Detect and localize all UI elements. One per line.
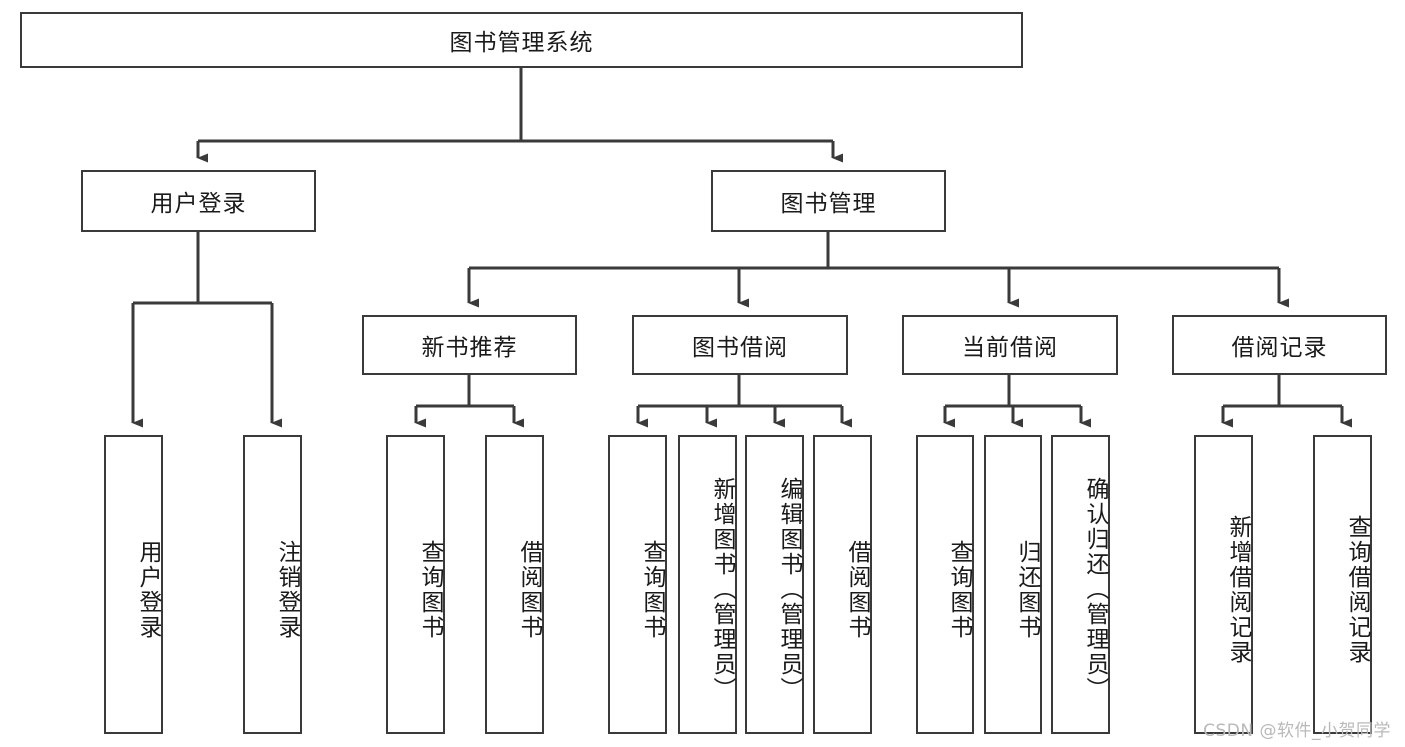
node-leaf-query-book-borrow-label: 查询图书: [639, 539, 665, 640]
node-book-management[interactable]: 图书管理: [711, 170, 946, 232]
node-user-login-label: 用户登录: [150, 191, 247, 217]
node-new-book-recommend[interactable]: 新书推荐: [362, 315, 577, 375]
node-leaf-add-book-admin-label: 新增图书（管理员）: [709, 477, 735, 702]
node-leaf-edit-book-admin-label: 编辑图书（管理员）: [776, 477, 802, 702]
node-leaf-borrow-book[interactable]: 借阅图书: [813, 435, 872, 734]
node-root[interactable]: 图书管理系统: [20, 12, 1023, 68]
node-borrow-record[interactable]: 借阅记录: [1172, 315, 1387, 375]
node-leaf-query-book-borrow[interactable]: 查询图书: [608, 435, 667, 734]
node-leaf-borrow-book-rec-label: 借阅图书: [516, 539, 542, 640]
node-book-borrow-label: 图书借阅: [692, 335, 788, 361]
node-user-login[interactable]: 用户登录: [81, 170, 316, 232]
node-leaf-add-borrow-record-label: 新增借阅记录: [1225, 514, 1251, 665]
node-leaf-borrow-book-label: 借阅图书: [844, 539, 870, 640]
node-current-borrow[interactable]: 当前借阅: [902, 315, 1118, 375]
node-leaf-confirm-return-admin-label: 确认归还（管理员）: [1082, 477, 1108, 702]
node-leaf-return-book[interactable]: 归还图书: [984, 435, 1042, 734]
node-leaf-logout-label: 注销登录: [274, 539, 300, 640]
node-book-management-label: 图书管理: [780, 191, 877, 217]
node-current-borrow-label: 当前借阅: [962, 335, 1058, 361]
node-leaf-query-book-rec[interactable]: 查询图书: [386, 435, 445, 734]
node-book-borrow[interactable]: 图书借阅: [632, 315, 848, 375]
node-root-label: 图书管理系统: [449, 30, 594, 56]
node-leaf-query-borrow-record-label: 查询借阅记录: [1344, 514, 1370, 665]
node-leaf-add-book-admin[interactable]: 新增图书（管理员）: [678, 435, 737, 734]
node-leaf-query-book-rec-label: 查询图书: [417, 539, 443, 640]
node-leaf-confirm-return-admin[interactable]: 确认归还（管理员）: [1051, 435, 1110, 734]
node-leaf-query-borrow-record[interactable]: 查询借阅记录: [1313, 435, 1372, 734]
node-leaf-add-borrow-record[interactable]: 新增借阅记录: [1194, 435, 1253, 734]
node-leaf-query-book-current-label: 查询图书: [946, 539, 972, 640]
node-leaf-query-book-current[interactable]: 查询图书: [916, 435, 974, 734]
node-borrow-record-label: 借阅记录: [1231, 335, 1328, 361]
node-leaf-user-login[interactable]: 用户登录: [104, 435, 163, 734]
node-leaf-borrow-book-rec[interactable]: 借阅图书: [485, 435, 544, 734]
node-leaf-return-book-label: 归还图书: [1014, 539, 1040, 640]
node-leaf-user-login-label: 用户登录: [135, 539, 161, 640]
node-leaf-edit-book-admin[interactable]: 编辑图书（管理员）: [745, 435, 804, 734]
watermark: CSDN @软件_小贺同学: [1203, 721, 1391, 741]
node-leaf-logout[interactable]: 注销登录: [243, 435, 302, 734]
node-new-book-recommend-label: 新书推荐: [421, 335, 518, 361]
